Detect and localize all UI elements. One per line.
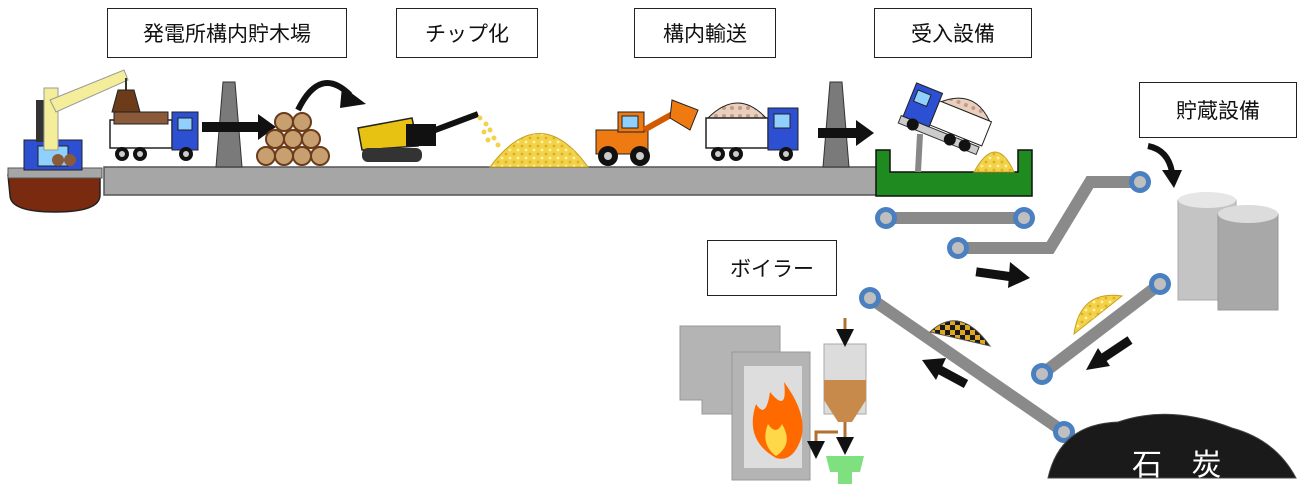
label-receiving: 受入設備 [874,8,1032,58]
chip-spray-icon [477,115,501,148]
barge-icon [7,69,129,213]
label-storage: 貯蔵設備 [1139,82,1297,138]
conveyor-4 [859,287,1075,443]
chipper-icon [357,111,480,162]
curved-arrow-icon [1147,143,1182,188]
ground-strip [103,166,885,196]
label-coal: 石 炭 [1132,448,1232,483]
chip-pile-icon [489,133,589,168]
arrow-right-icon [202,114,276,140]
wheel-loader-icon [595,99,699,166]
chip-truck-icon [705,102,799,161]
arrow-right-icon [975,262,1030,288]
log-truck-icon [109,111,199,161]
feeder-icon [807,318,867,484]
log-pile-icon [256,112,330,166]
label-chip: チップ化 [396,8,538,58]
arrow-right-icon [818,120,874,146]
tilting-truck-icon [897,82,993,156]
chimney-icon [822,81,850,168]
chip-load-icon [1073,294,1124,336]
receiving-pit-icon [875,133,1033,197]
arrow-up-left-icon [922,358,969,388]
conveyor-2 [947,171,1151,259]
label-boiler: ボイラー [707,240,837,296]
silo-icon [1177,192,1279,311]
coal-pile-icon [1047,413,1297,479]
mixed-load-icon [928,320,992,347]
conveyor-1 [875,207,1035,229]
conveyor-3 [1031,273,1171,385]
label-transport: 構内輸送 [634,8,776,58]
curved-arrow-icon [295,80,366,112]
arrow-down-left-icon [1086,336,1133,370]
boiler-icon [679,325,811,481]
label-yard: 発電所構内貯木場 [107,8,347,58]
